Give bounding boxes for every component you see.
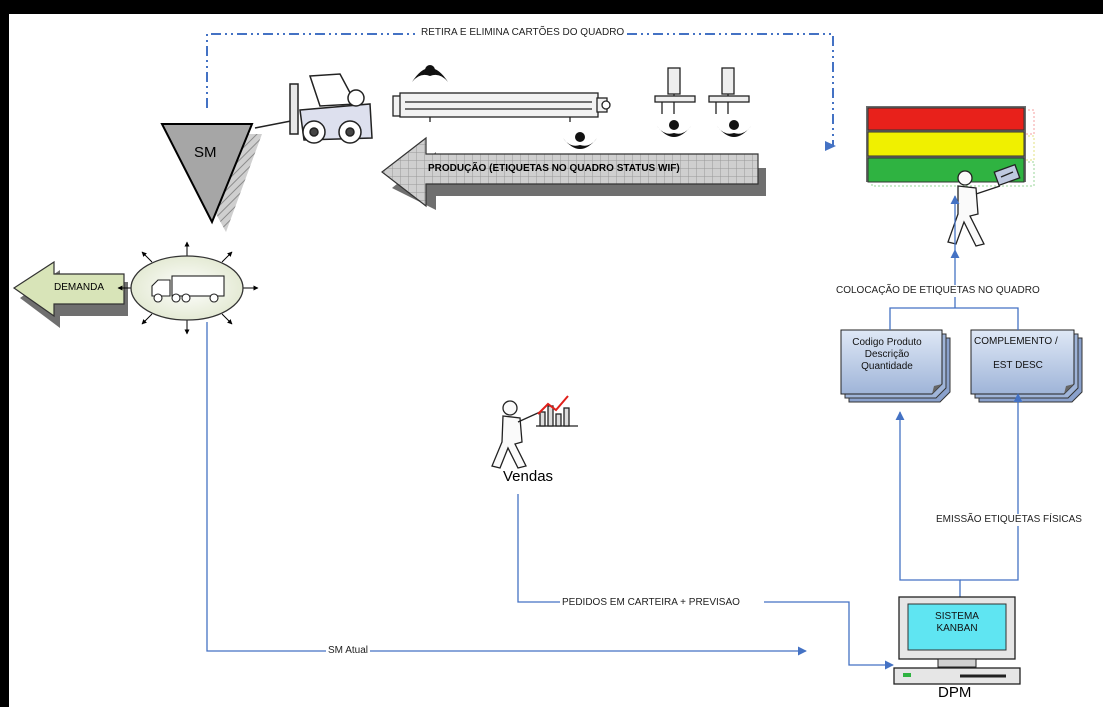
top-flow-label: RETIRA E ELIMINA CARTÕES DO QUADRO [419, 27, 627, 39]
production-arrow-label: PRODUÇÃO (ETIQUETAS NO QUADRO STATUS WIF… [428, 163, 680, 174]
sales-label: Vendas [503, 468, 554, 485]
system-line1: SISTEMA [935, 611, 979, 622]
print-labels-label: EMISSÃO ETIQUETAS FÍSICAS [934, 514, 1084, 526]
forklift-icon [254, 73, 373, 144]
person-with-card-icon [947, 163, 1021, 247]
cards-to-board-connector [889, 195, 1019, 330]
card-description: Descrição [864, 349, 910, 360]
production-arrow [381, 136, 766, 210]
kanban-status-board [866, 106, 1035, 187]
product-card-text: Codigo Produto Descrição Quantidade [843, 337, 931, 385]
supermarket-triangle [160, 123, 262, 232]
card-quantity: Quantidade [861, 361, 913, 372]
system-screen-text: SISTEMA KANBAN [910, 611, 1004, 635]
dpm-to-cards-connector [895, 393, 1023, 597]
sm-current-connector [206, 322, 807, 656]
card-product-code: Codigo Produto [852, 337, 922, 348]
demand-label: DEMANDA [54, 282, 105, 293]
drill-press-icon [654, 67, 750, 114]
operator-icon [412, 65, 751, 149]
customer-shipping-ellipse [117, 241, 259, 335]
sm-current-label: SM Atual [326, 645, 371, 657]
orders-label: PEDIDOS EM CARTEIRA + PREVISÃO [560, 597, 764, 609]
card-complement: COMPLEMENTO / [974, 336, 1058, 347]
production-machine-icon [392, 92, 611, 122]
product-card-stack [840, 329, 951, 403]
board-flow-label: COLOCAÇÃO DE ETIQUETAS NO QUADRO [834, 285, 1042, 297]
top-flow-arrowhead [825, 141, 836, 151]
sales-person-icon [491, 395, 578, 469]
demand-arrow [12, 260, 128, 328]
computer-icon [893, 596, 1021, 685]
card-est-desc: EST DESC [993, 360, 1043, 371]
orders-connector [517, 494, 894, 670]
complement-card-text: COMPLEMENTO / EST DESC [972, 336, 1064, 384]
complement-card-stack [970, 329, 1083, 403]
computer-label: DPM [938, 684, 972, 701]
system-line2: KANBAN [936, 623, 978, 634]
supermarket-label: SM [194, 144, 217, 161]
